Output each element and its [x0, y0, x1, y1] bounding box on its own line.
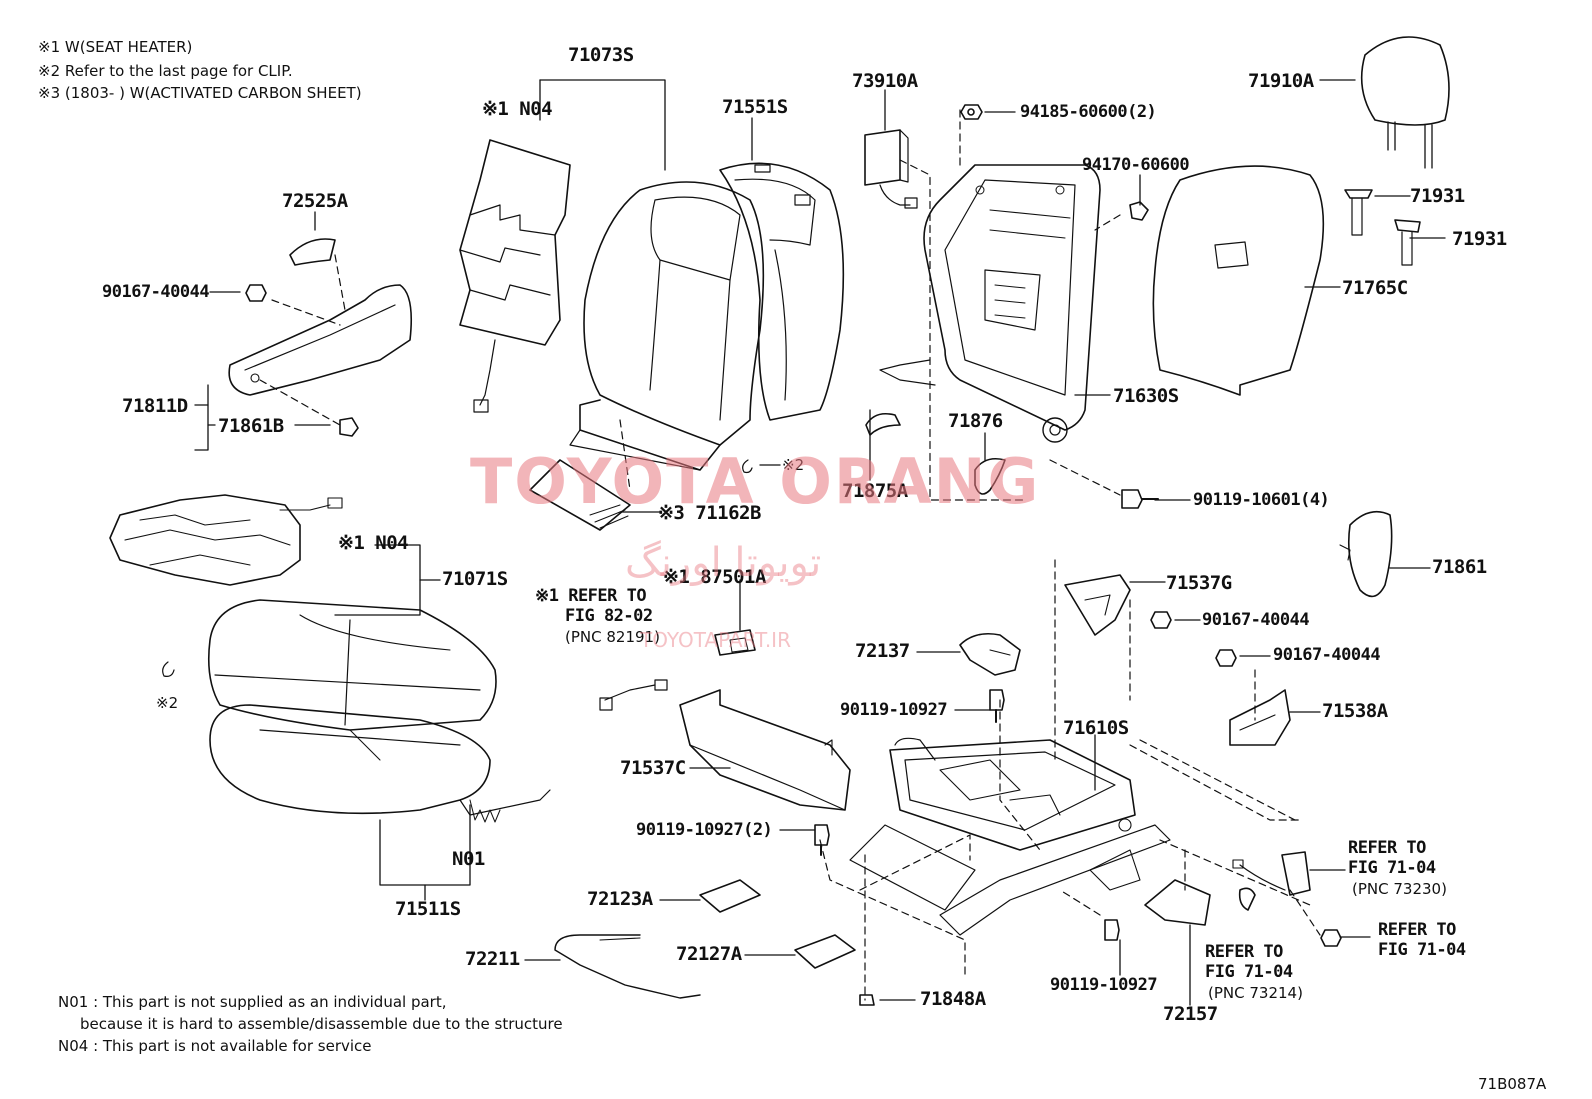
label-71538A[interactable]: 71538A — [1322, 700, 1388, 722]
label-73910A[interactable]: 73910A — [852, 70, 918, 92]
label-72137[interactable]: 72137 — [855, 640, 910, 662]
label-72525A[interactable]: 72525A — [282, 190, 348, 212]
label-71073S[interactable]: 71073S — [568, 44, 634, 66]
label-71537G[interactable]: 71537G — [1166, 572, 1232, 594]
seat-heater-switch — [599, 629, 756, 711]
bolts — [814, 611, 1342, 1006]
label-refer-7104a-3: (PNC 73230) — [1352, 880, 1447, 898]
label-refer-7104b-1[interactable]: REFER TO — [1378, 920, 1456, 940]
footnote-n04: N04 : This part is not available for ser… — [58, 1037, 372, 1055]
side-cover-71537G — [1064, 574, 1131, 636]
leader-lines — [194, 79, 1446, 1006]
label-refer-7104c-2[interactable]: FIG 71-04 — [1205, 962, 1293, 982]
inner-cover-72137 — [959, 632, 1021, 676]
watermark-url: TOYOTAPART.IR — [640, 628, 791, 652]
label-90167-40044-c[interactable]: 90167-40044 — [1273, 645, 1381, 665]
label-refer-7104a-1[interactable]: REFER TO — [1348, 838, 1426, 858]
label-clip2-left: ※2 — [156, 694, 179, 712]
label-71551S[interactable]: 71551S — [722, 96, 788, 118]
label-72157[interactable]: 72157 — [1163, 1003, 1218, 1025]
clip-left — [162, 661, 175, 677]
label-71910A[interactable]: 71910A — [1248, 70, 1314, 92]
label-71071S[interactable]: 71071S — [442, 568, 508, 590]
label-refer-7104b-2[interactable]: FIG 71-04 — [1378, 940, 1466, 960]
label-90119-10927-c[interactable]: 90119-10927 — [1050, 975, 1158, 995]
cushion-cover — [207, 599, 497, 731]
label-90119-10927-b[interactable]: 90119-10927(2) — [636, 820, 773, 840]
headrest — [1360, 36, 1450, 169]
cushion-pad — [209, 704, 551, 823]
label-90167-40044-b[interactable]: 90167-40044 — [1202, 610, 1310, 630]
label-71861[interactable]: 71861 — [1432, 556, 1487, 578]
label-94185-60600[interactable]: 94185-60600(2) — [1020, 102, 1157, 122]
label-71511S[interactable]: 71511S — [395, 898, 461, 920]
label-90167-40044-a[interactable]: 90167-40044 — [102, 282, 210, 302]
label-71162B[interactable]: ※3 71162B — [658, 502, 761, 524]
watermark-persian: تویوتا اورنگ — [625, 540, 822, 586]
label-72127A[interactable]: 72127A — [676, 943, 742, 965]
seatback-board — [1152, 165, 1325, 396]
track-covers — [699, 879, 856, 969]
label-71931-b[interactable]: 71931 — [1452, 228, 1507, 250]
footnote-n01-line2: because it is hard to assemble/disassemb… — [80, 1015, 563, 1033]
label-71876[interactable]: 71876 — [948, 410, 1003, 432]
seatback-frame — [879, 164, 1101, 443]
label-90119-10927-a[interactable]: 90119-10927 — [840, 700, 948, 720]
label-71931-a[interactable]: 71931 — [1410, 185, 1465, 207]
label-refer-7104c-1[interactable]: REFER TO — [1205, 942, 1283, 962]
label-71875A[interactable]: 71875A — [842, 480, 908, 502]
seat-belt-buckle — [1232, 851, 1311, 911]
label-71610S[interactable]: 71610S — [1063, 717, 1129, 739]
label-n01: N01 — [452, 848, 485, 870]
note-carbon-sheet: ※3 (1803- ) W(ACTIVATED CARBON SHEET) — [38, 84, 362, 102]
label-refer-heater-1[interactable]: ※1 REFER TO — [535, 586, 647, 606]
side-shield-72157 — [1144, 879, 1211, 926]
label-71848A[interactable]: 71848A — [920, 988, 986, 1010]
label-refer-heater-2[interactable]: FIG 82-02 — [565, 606, 653, 626]
backrest-cover — [569, 181, 765, 471]
note-clip: ※2 Refer to the last page for CLIP. — [38, 62, 293, 80]
label-71765C[interactable]: 71765C — [1342, 277, 1408, 299]
label-71537C[interactable]: 71537C — [620, 757, 686, 779]
label-refer-heater-3: (PNC 82191) — [565, 628, 660, 646]
note-seat-heater: ※1 W(SEAT HEATER) — [38, 38, 193, 56]
label-71861B[interactable]: 71861B — [218, 415, 284, 437]
cushion-heater-mat — [109, 494, 343, 586]
label-refer-7104c-3: (PNC 73214) — [1208, 984, 1303, 1002]
backrest-heater-mat — [459, 139, 571, 413]
label-71811D[interactable]: 71811D — [122, 395, 188, 417]
label-x1-n04-mid: ※1 N04 — [338, 532, 409, 554]
label-87501A[interactable]: ※1 87501A — [663, 566, 766, 588]
dashed-lines — [259, 109, 1321, 1001]
label-72123A[interactable]: 72123A — [587, 888, 653, 910]
adjuster-wire-72211 — [554, 934, 701, 999]
recliner-release-handles — [865, 412, 1006, 495]
label-x1-n04-top: ※1 N04 — [482, 98, 553, 120]
label-72211[interactable]: 72211 — [465, 948, 520, 970]
frame-fasteners — [960, 104, 1159, 509]
label-90119-10601[interactable]: 90119-10601(4) — [1193, 490, 1330, 510]
cushion-front-cover — [679, 689, 851, 811]
label-71630S[interactable]: 71630S — [1113, 385, 1179, 407]
watermark-main: TOYOTA ORANG — [470, 445, 1041, 518]
label-clip2-mid: ※2 — [782, 456, 805, 474]
recliner-trim-71861 — [1339, 510, 1393, 598]
backrest-pad — [719, 162, 845, 421]
seat-belt-sensor-73910A — [864, 129, 918, 209]
headrest-guides — [1344, 189, 1421, 266]
diagram-code: 71B087A — [1478, 1075, 1547, 1093]
label-refer-7104a-2[interactable]: FIG 71-04 — [1348, 858, 1436, 878]
clip-mid — [742, 459, 753, 474]
footnote-n01-line1: N01 : This part is not supplied as an in… — [58, 993, 447, 1011]
seat-adjuster-frame — [849, 737, 1171, 936]
side-cover-71538A — [1229, 689, 1291, 746]
recliner-cover — [228, 238, 413, 437]
label-94170-60600[interactable]: 94170-60600 — [1082, 155, 1190, 175]
activated-carbon-sheet — [529, 459, 631, 531]
